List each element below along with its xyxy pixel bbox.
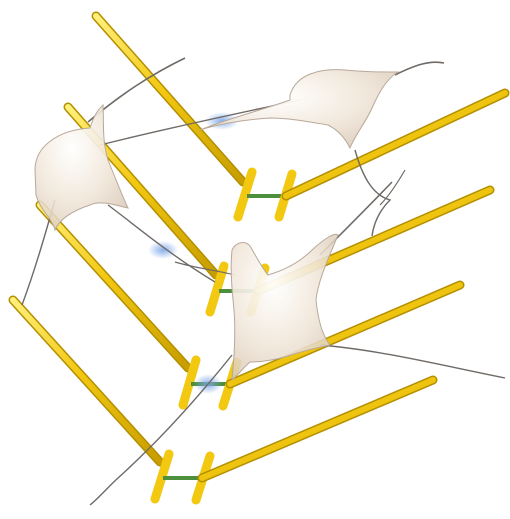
synapse-glow-2 bbox=[148, 241, 178, 259]
neuron-top-right-soma bbox=[200, 70, 398, 148]
neuron-center-dendrite-right bbox=[320, 345, 505, 378]
neuron-top-right-branch bbox=[380, 170, 405, 205]
neuron-top-right-dendrite bbox=[395, 62, 444, 75]
